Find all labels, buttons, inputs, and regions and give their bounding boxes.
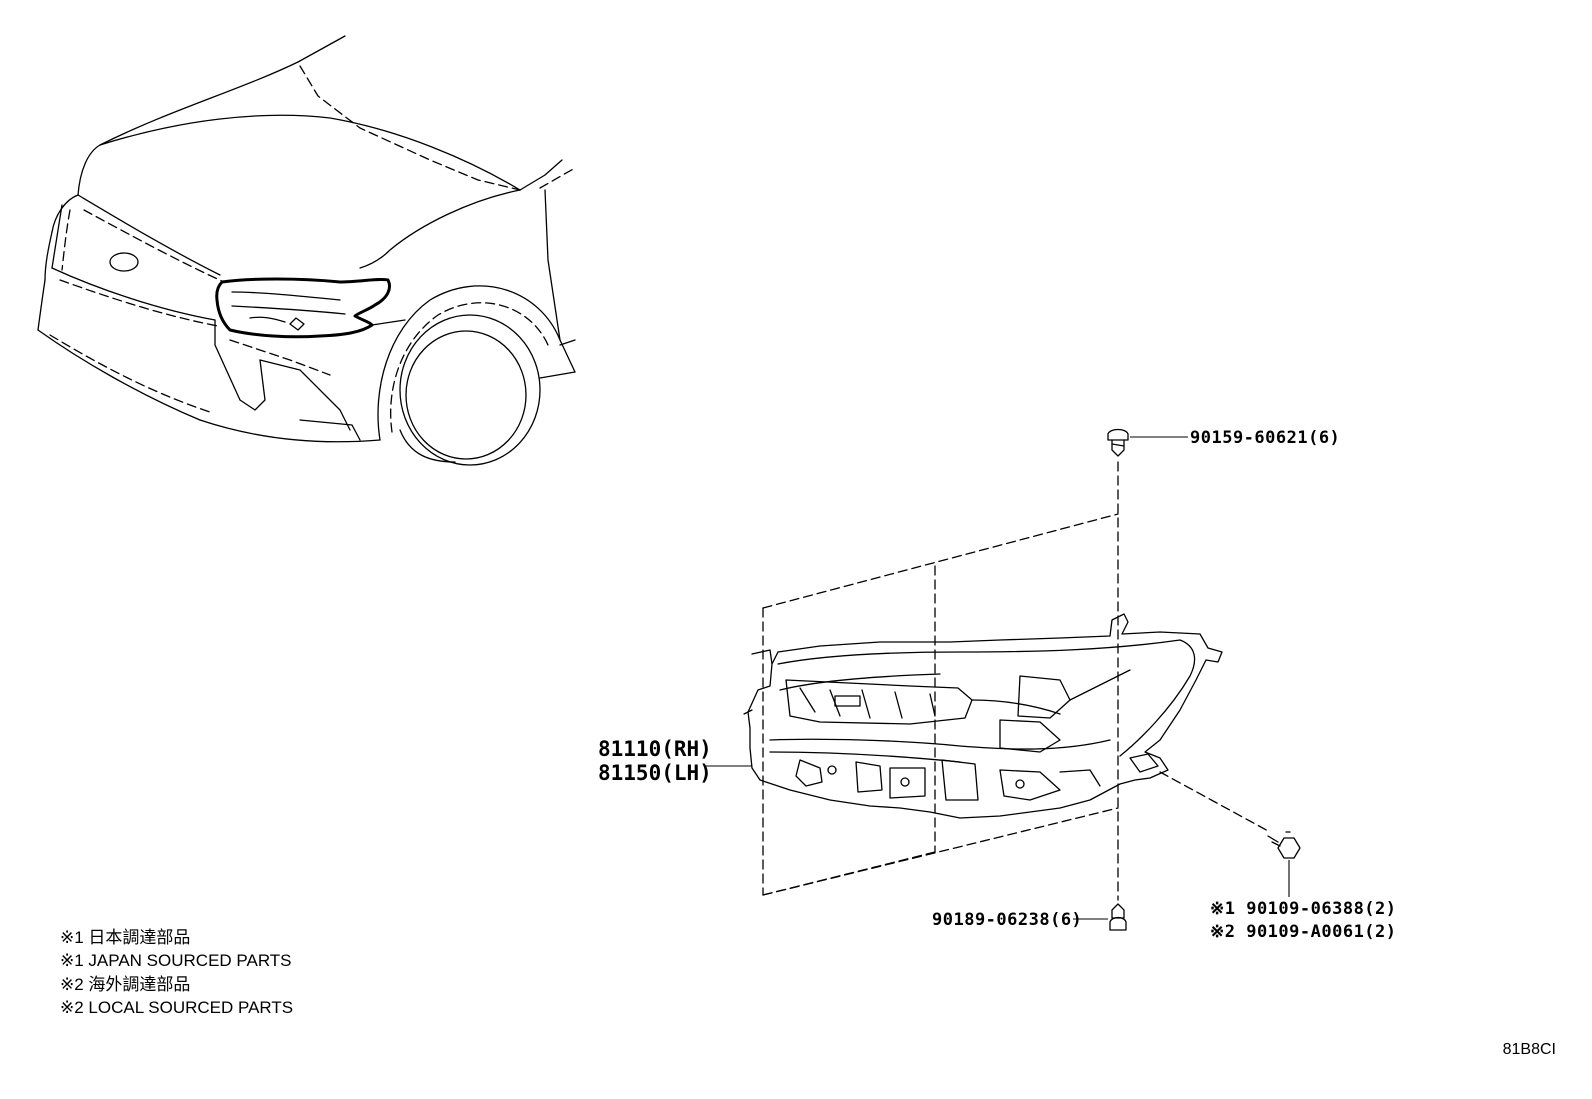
note-japan-ja: ※1 日本調達部品 (60, 928, 191, 947)
label-screw-top: 90159-60621(6) (1190, 428, 1340, 448)
note-local-ja: ※2 海外調達部品 (60, 975, 191, 994)
vehicle-front-illustration (37, 35, 576, 466)
bolt-icon (1267, 831, 1301, 859)
diagram-reference-code: 81B8CI (1502, 1041, 1556, 1058)
label-bolt-japan: ※1 90109-06388(2) (1210, 899, 1397, 919)
screw-bottom-icon (1109, 903, 1127, 931)
note-japan-en: ※1 JAPAN SOURCED PARTS (60, 951, 292, 970)
label-headlamp-rh: 81110(RH) (598, 737, 712, 761)
headlamp-assembly-illustration (743, 461, 1271, 901)
label-headlamp-lh: 81150(LH) (598, 761, 712, 785)
label-bolt-local: ※2 90109-A0061(2) (1210, 922, 1397, 942)
screw-top-icon (1107, 428, 1129, 457)
label-screw-bottom: 90189-06238(6) (932, 910, 1082, 930)
leader-lines (705, 436, 1290, 920)
note-local-en: ※2 LOCAL SOURCED PARTS (60, 998, 294, 1017)
